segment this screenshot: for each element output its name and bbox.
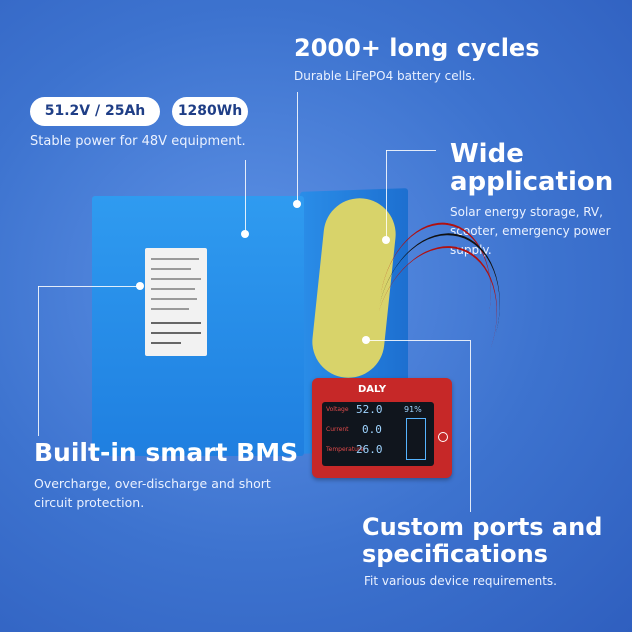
cycles-description: Durable LiFePO4 battery cells. — [294, 69, 476, 83]
bms-description-line1: Overcharge, over-discharge and short — [34, 476, 271, 491]
ports-leader-dot — [362, 336, 370, 344]
voltage-value: 52.0 — [356, 403, 383, 416]
bms-title: Built-in smart BMS — [34, 438, 299, 467]
battery-label-sticker — [145, 248, 207, 356]
current-label: Current — [326, 426, 349, 433]
ports-description: Fit various device requirements. — [364, 574, 557, 588]
bms-leader-line-horizontal — [38, 286, 138, 287]
energy-badge: 1280Wh — [172, 97, 248, 126]
percent-value: 91% — [404, 405, 422, 414]
specs-description: Stable power for 48V equipment. — [30, 134, 246, 149]
bms-description: Overcharge, over-discharge and short cir… — [34, 474, 271, 512]
bms-leader-dot — [136, 282, 144, 290]
battery-level-icon — [406, 418, 426, 460]
cycles-leader-line — [297, 92, 298, 202]
application-description-line1: Solar energy storage, RV, — [450, 205, 603, 219]
application-leader-dot — [382, 236, 390, 244]
application-title-line1: Wide — [450, 139, 524, 169]
specs-leader-dot — [241, 230, 249, 238]
display-brand: DALY — [358, 384, 387, 395]
ports-title-line1: Custom ports and — [362, 513, 603, 541]
specs-leader-line — [245, 160, 246, 232]
bms-leader-line — [38, 286, 39, 436]
cycles-title: 2000+ long cycles — [294, 34, 540, 62]
application-leader-line-horizontal — [386, 150, 436, 151]
application-leader-line — [386, 150, 387, 242]
bms-description-line2: circuit protection. — [34, 495, 145, 510]
ports-leader-line — [470, 340, 471, 512]
temp-value: 26.0 — [356, 443, 383, 456]
application-title-line2: application — [450, 167, 614, 197]
voltage-label: Voltage — [326, 406, 349, 413]
application-description-line2: scooter, emergency power — [450, 224, 611, 238]
display-screen: Voltage 52.0 Current 0.0 Temperature 26.… — [322, 402, 434, 466]
ports-leader-line-horizontal — [366, 340, 470, 341]
cycles-leader-dot — [293, 200, 301, 208]
application-description: Solar energy storage, RV, scooter, emerg… — [450, 203, 611, 260]
temp-label: Temperature — [326, 446, 365, 453]
power-icon[interactable] — [438, 432, 448, 442]
voltage-capacity-badge: 51.2V / 25Ah — [30, 97, 160, 126]
ports-title: Custom ports and specifications — [362, 514, 602, 568]
ports-title-line2: specifications — [362, 540, 548, 568]
application-description-line3: supply. — [450, 243, 492, 257]
bms-display: DALY Voltage 52.0 Current 0.0 Temperatur… — [312, 378, 452, 478]
current-value: 0.0 — [362, 423, 382, 436]
application-title: Wide application — [450, 140, 613, 196]
